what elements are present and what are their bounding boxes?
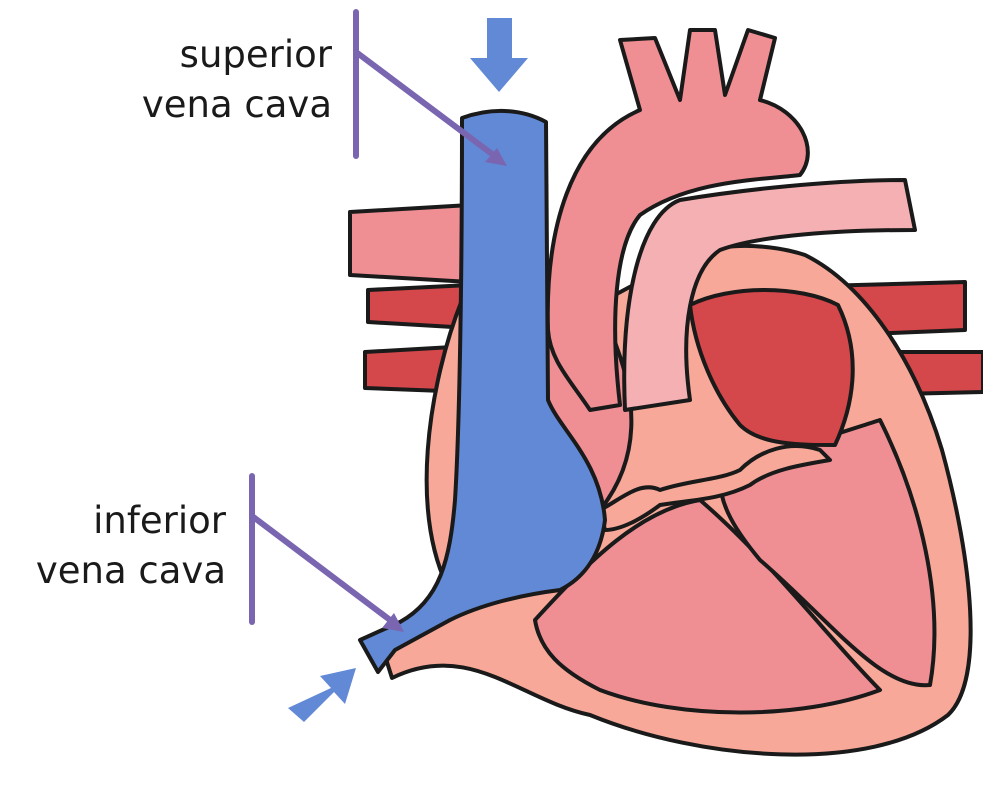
superior-vena-cava-label: superior vena cava: [60, 30, 332, 130]
svc-pointer-line: [356, 52, 500, 160]
superior-vena-cava-label-line2: vena cava: [60, 80, 332, 130]
inferior-vena-cava-label: inferior vena cava: [0, 496, 226, 596]
ivc-pointer-line: [252, 516, 398, 626]
arrow-down-icon: [470, 18, 528, 92]
superior-vena-cava-label-line1: superior: [60, 30, 332, 80]
arrow-up-right-icon: [288, 668, 356, 722]
inferior-vena-cava-label-line2: vena cava: [0, 546, 226, 596]
inferior-vena-cava-label-line1: inferior: [0, 496, 226, 546]
